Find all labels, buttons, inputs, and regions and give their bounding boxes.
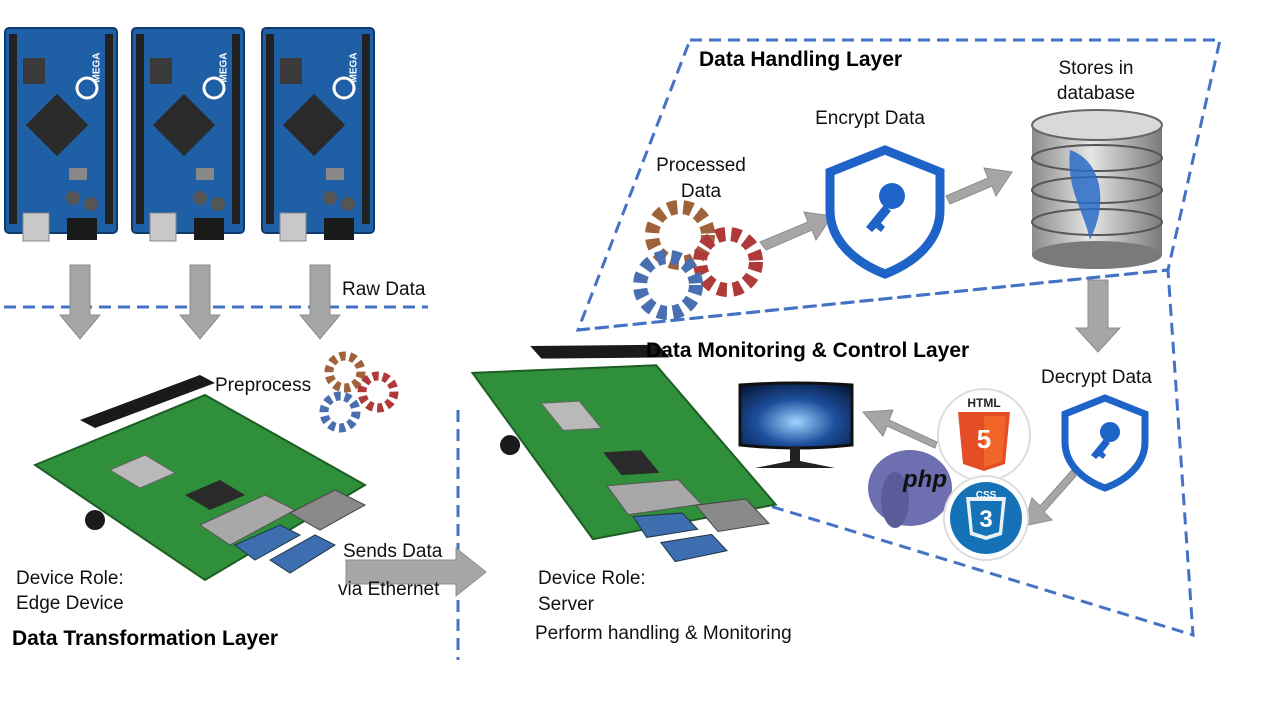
data-monitoring-control-layer-title: Data Monitoring & Control Layer [646,339,970,362]
arduino-model-label-1: MEGA [91,52,103,83]
server-role-label-line2: Server [538,594,594,615]
arduino-model-label-3: MEGA [348,52,360,83]
edge-device-role-label-line1: Device Role: [16,568,124,589]
via-ethernet-label: via Ethernet [338,579,440,600]
decrypt-data-label: Decrypt Data [1041,367,1152,388]
down-arrow-1 [58,264,102,340]
monitor-icon [738,381,854,468]
decrypt-shield-icon [1061,394,1149,492]
monitoring-layer-border [577,268,1195,638]
to-monitor-arrow [861,409,938,449]
flow-arrows [345,167,1077,598]
stores-in-database-label-line1: Stores in [1058,58,1134,79]
css3-badge-text: CSS [975,490,997,501]
server-role-label-line1: Device Role: [538,568,646,589]
data-handling-layer-title: Data Handling Layer [699,48,903,71]
raw-data-label: Raw Data [342,279,426,300]
database-icon [1031,109,1163,269]
down-arrow-2 [178,264,222,340]
processed-data-gears-icon [633,200,763,320]
processed-data-label-line1: Processed [656,155,746,176]
html5-number: 5 [976,424,992,454]
php-logo-icon [868,450,952,528]
html5-logo-icon [937,388,1031,482]
dashed-separators [4,38,1222,660]
encrypt-shield-icon [825,145,945,279]
html5-badge-text: HTML [967,396,1001,410]
sends-data-label: Sends Data [343,541,443,562]
decrypt-down-arrow [1074,279,1122,353]
preprocess-label: Preprocess [215,375,312,396]
encrypt-data-label: Encrypt Data [815,108,925,129]
stores-in-database-label-line2: database [1056,83,1136,104]
raspberry-pi-edge [34,374,366,581]
ethernet-arrow [345,546,487,598]
encrypt-to-db-arrow [945,167,1013,205]
php-logo-text: php [903,466,947,493]
css3-logo-icon [943,475,1029,561]
processed-data-label-line2: Data [680,181,722,202]
preprocess-gears-icon [319,351,399,433]
decrypt-to-css-arrow [1023,469,1077,527]
data-transformation-layer-title: Data Transformation Layer [12,627,279,650]
server-task-label: Perform handling & Monitoring [535,623,792,644]
raw-data-arrows [58,264,1122,353]
edge-device-role-label-line2: Edge Device [16,593,124,614]
processed-to-encrypt-arrow [759,211,833,251]
arduino-model-label-2: MEGA [218,52,230,83]
css3-number: 3 [979,506,993,533]
down-arrow-3 [298,264,342,340]
